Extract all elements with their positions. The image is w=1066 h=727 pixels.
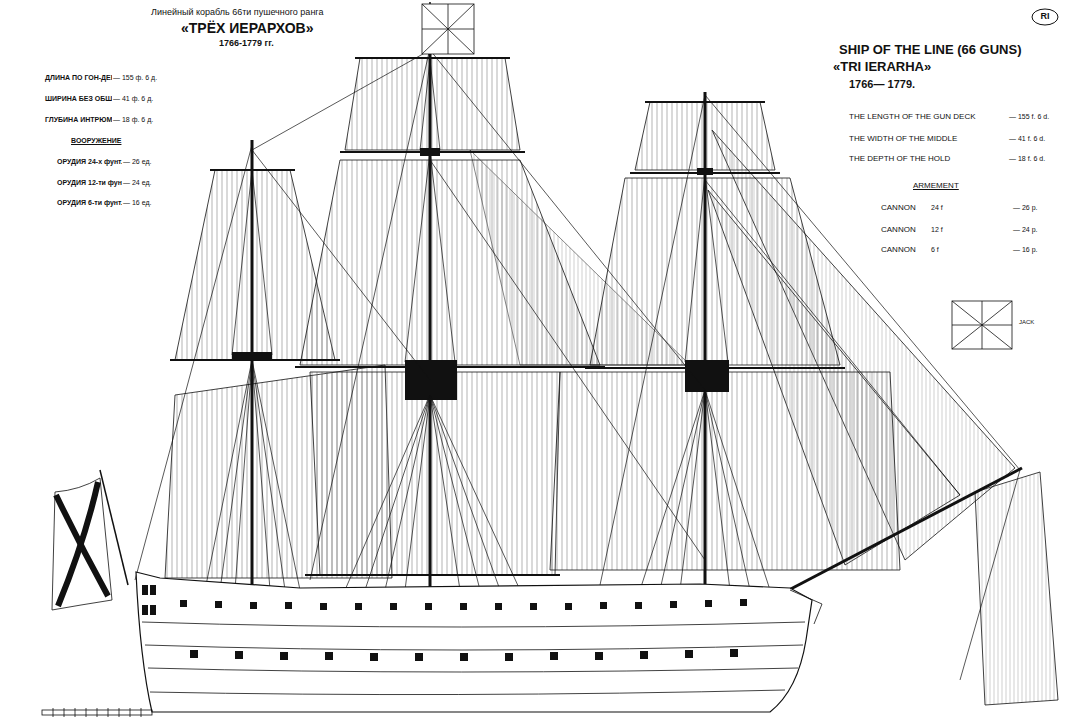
section-heading: ARMEMENT (912, 182, 960, 191)
spec-value: — 18 ф. 6 д. (112, 116, 154, 124)
armament-label: ОРУДИЯ 24-х фунт. (56, 158, 124, 166)
armament-label: CANNON (880, 246, 917, 255)
spec-value: — 155 f. 6 d. (1008, 113, 1050, 121)
armament-value: — 24 p. (1012, 226, 1039, 234)
armament-label: CANNON (880, 226, 917, 235)
armament-value: — 26 p. (1012, 204, 1039, 212)
title-text: SHIP OF THE LINE (66 GUNS) (838, 43, 1023, 57)
spec-value: — 18 f. 6 d. (1008, 155, 1046, 163)
title-text: «TRI IERARHA» (832, 60, 932, 74)
armament-value: — 16 ед. (122, 199, 152, 207)
armament-value: — 16 p. (1012, 246, 1039, 254)
spec-label: THE DEPTH OF THE HOLD (848, 155, 951, 164)
spec-label: ГЛУБИНА ИНТРЮМА (44, 116, 118, 124)
title-text: «ТРЁХ ИЕРАРХОВ» (180, 21, 314, 36)
spec-value: — 41 ф. 6 д. (112, 95, 154, 103)
section-heading: ВООРУЖЕНИЕ (70, 137, 122, 145)
spec-label: THE WIDTH OF THE MIDDLE (848, 135, 958, 144)
subtitle-text: Линейный корабль 66ти пушечного ранга (150, 8, 324, 18)
armament-value: — 26 ед. (122, 158, 152, 166)
spec-label: ДЛИНА ПО ГОН-ДЕКУ (44, 74, 121, 82)
armament-calibre: 12 f (930, 226, 944, 234)
armament-label: CANNON (880, 204, 917, 213)
flag-caption: JACK (1018, 319, 1035, 326)
spec-value: — 155 ф. 6 д. (112, 74, 158, 82)
armament-label: ОРУДИЯ 6-ти фунт. (56, 199, 124, 207)
armament-calibre: 6 f (930, 246, 940, 254)
armament-calibre: 24 f (930, 204, 944, 212)
spec-value: — 41 f. 6 d. (1008, 135, 1046, 143)
armament-label: ОРУДИЯ 12-ти фунт. (56, 179, 128, 187)
date-text: 1766-1779 гг. (218, 39, 275, 49)
spec-label: THE LENGTH OF THE GUN DECK (848, 113, 977, 122)
armament-value: — 24 ед. (122, 179, 152, 187)
sheet-mark: RI (1040, 12, 1051, 22)
date-text: 1766— 1779. (848, 78, 916, 90)
